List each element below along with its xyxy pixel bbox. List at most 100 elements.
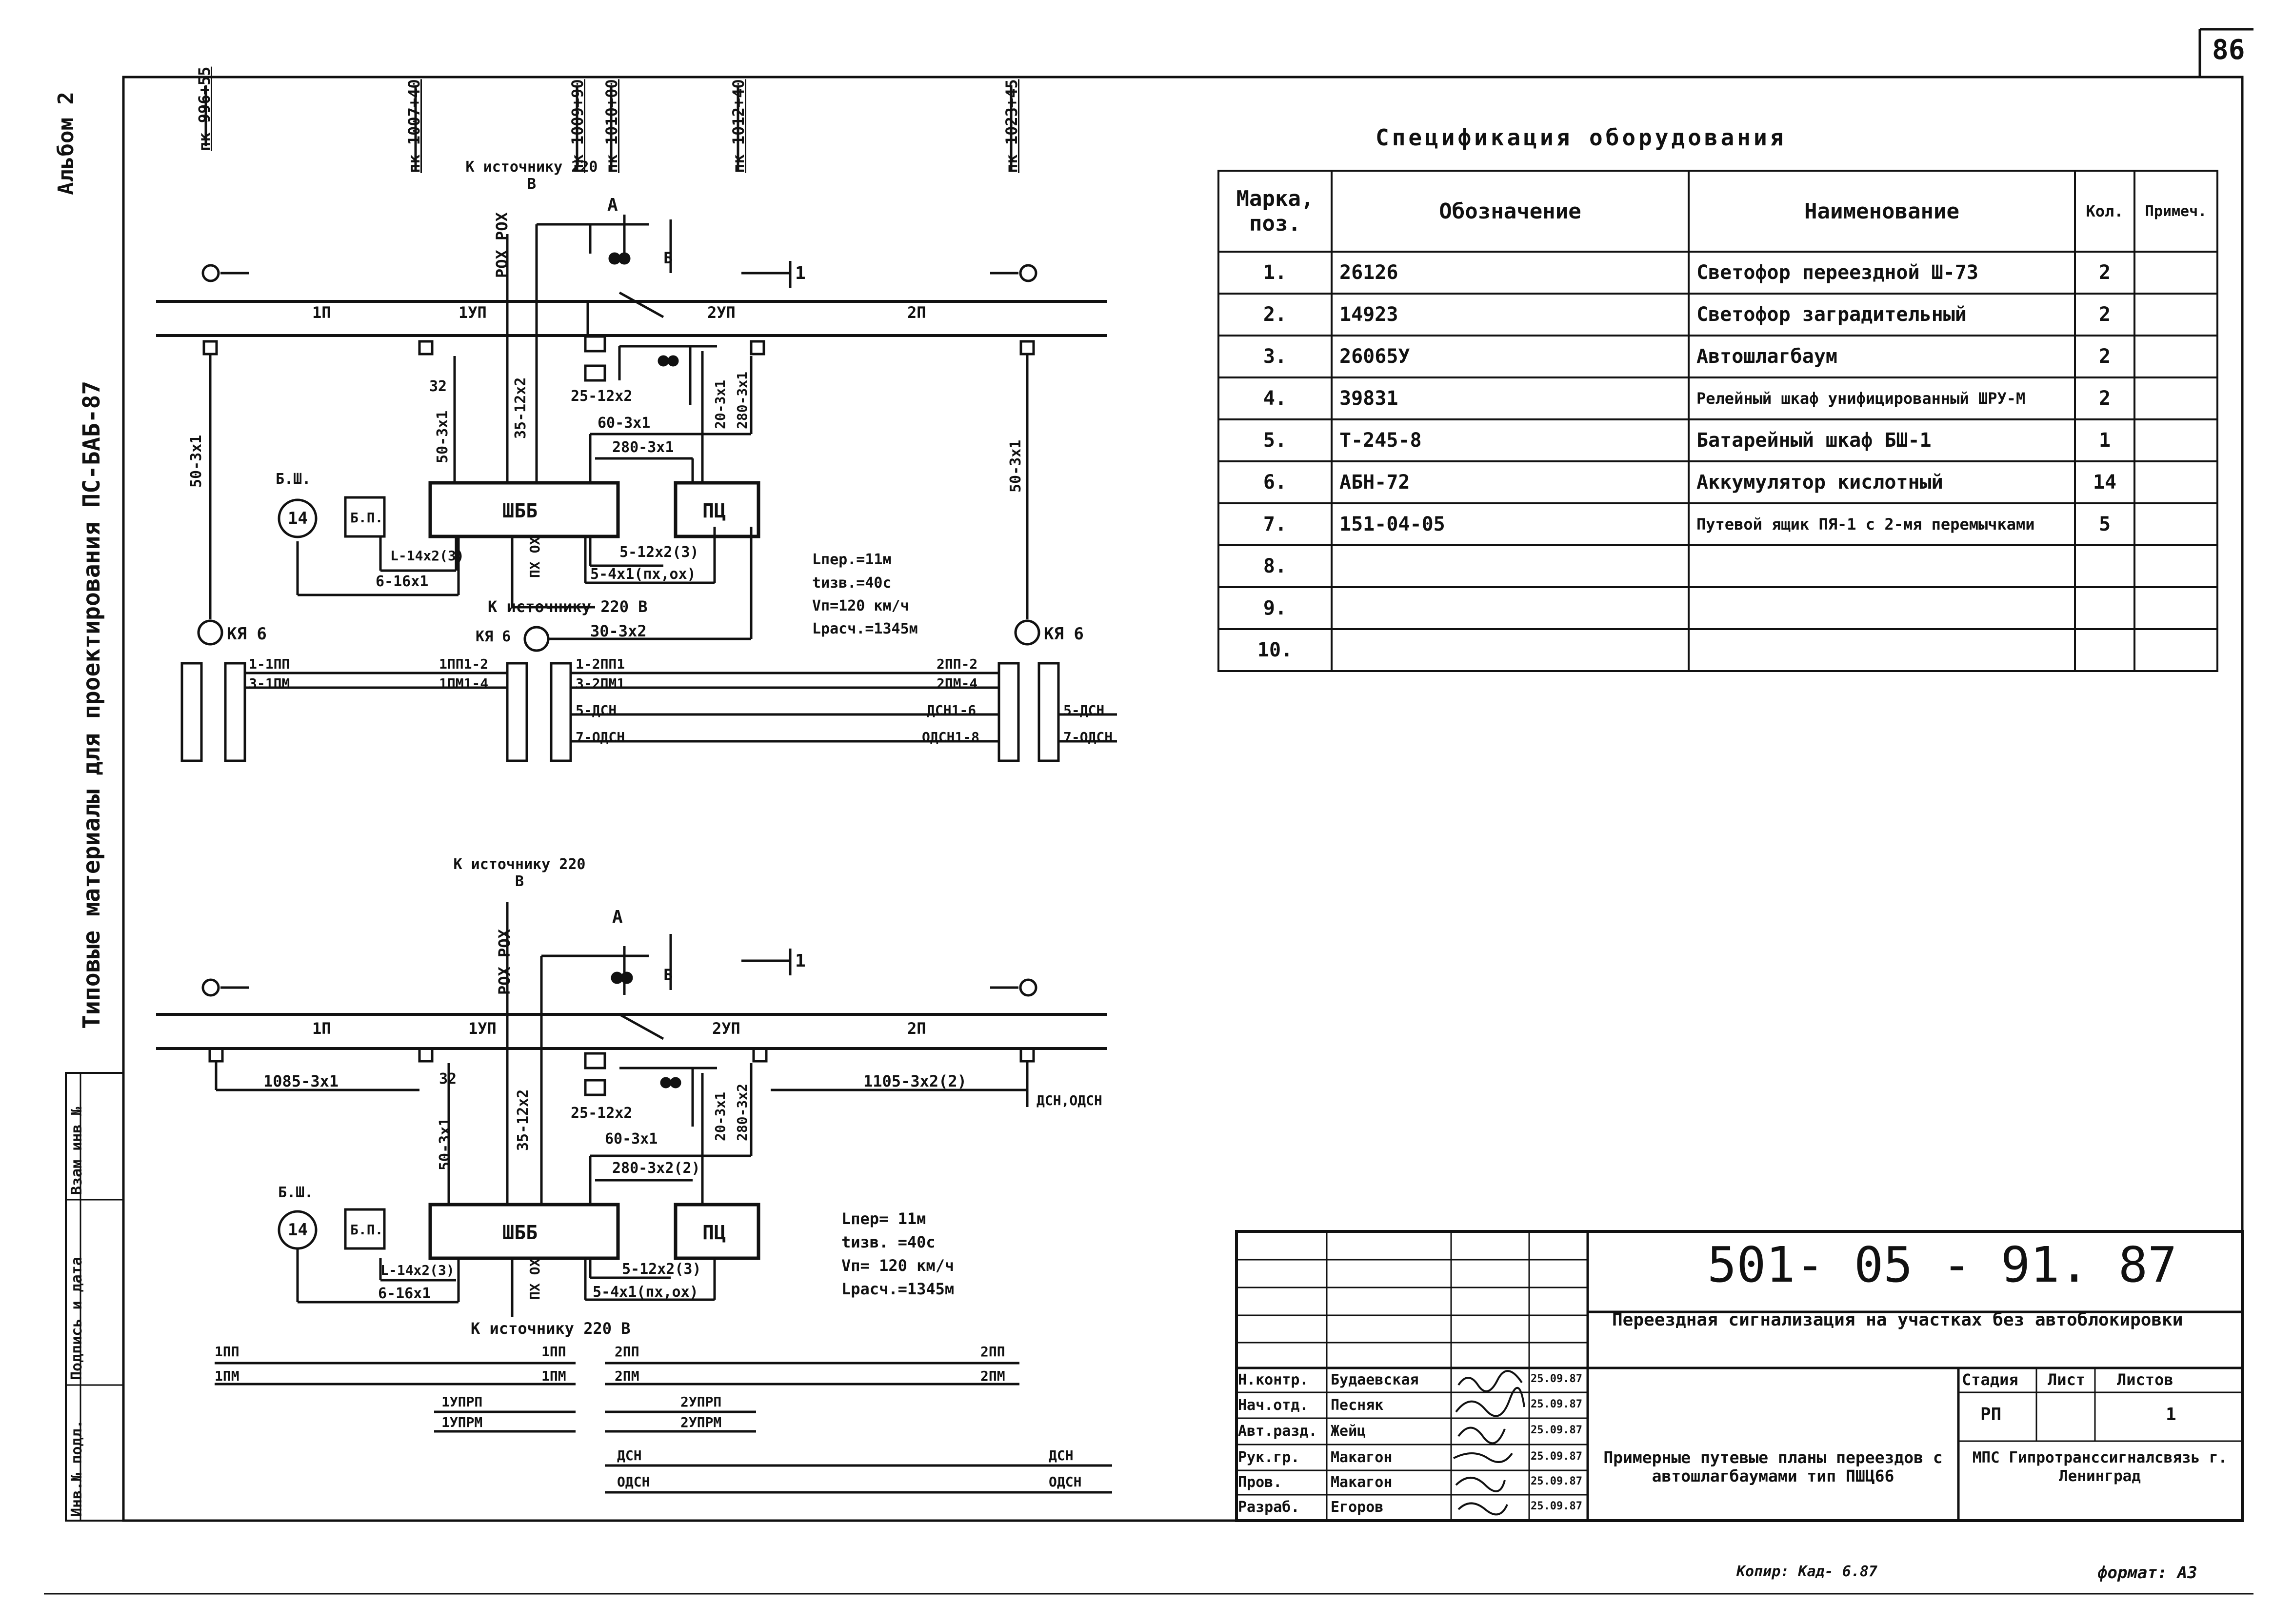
stamp-role: Авт.разд. [1238,1423,1317,1440]
param-notify-time: tизв.=40с [812,574,892,592]
table-row: 8. [1217,544,2218,588]
cable-label: 280-3х2(2) [612,1160,700,1177]
cable-label: 25-12х2 [571,388,633,405]
signal-mark: 1 [795,951,806,971]
stamp-header-stage: Стадия [1962,1370,2018,1389]
section-label: 1УП [459,303,487,322]
param-length: Lпер.=11м [812,551,892,568]
spec-note [2133,376,2218,420]
spec-code: 26126 [1331,251,1690,295]
cable-label: 5-4х1(пх,ох) [593,1284,698,1301]
stamp-date: 25.09.87 [1531,1373,1582,1385]
wire-label: 2УПРМ [680,1414,722,1430]
wire-label: 2ПП [980,1344,1005,1360]
signal-mark: 1 [795,263,806,283]
cable-label: 60-3х1 [605,1130,658,1148]
drawing-name: Примерные путевые планы переездов с авто… [1603,1448,1943,1485]
section-label: 1УП [468,1019,497,1038]
battery-count: 14 [288,1220,308,1240]
spec-name: Светофор заградительный [1688,293,2076,337]
spec-name [1688,586,2076,630]
spec-qty: 2 [2074,293,2135,337]
cable-label: 60-3х1 [598,415,651,432]
param-speed: Vп= 120 км/ч [841,1256,955,1275]
power-source-label: К источнику 220 В [465,158,598,193]
spec-col-code: Обозначение [1331,170,1690,253]
cable-label: 6-16х1 [378,1285,431,1302]
spec-pos: 4. [1217,376,1333,420]
spec-qty: 14 [2074,460,2135,504]
wire-label: ОДСН [1049,1474,1082,1490]
param-calc-length: Lрасч.=1345м [841,1280,955,1298]
battery-cabinet-label: Б.Ш. [276,471,311,488]
stamp-name: Макагон [1331,1474,1393,1491]
spec-name [1688,544,2076,588]
stamp-sheets: 1 [2166,1405,2176,1425]
table-row: 5. Т-245-8 Батарейный шкаф БШ-1 1 [1217,418,2218,462]
cable-label: L-14х2(3) [390,548,464,564]
stamp-name: Будаевская [1331,1371,1419,1388]
spec-pos: 1. [1217,251,1333,295]
spec-code: АБН-72 [1331,460,1690,504]
spec-qty [2074,628,2135,672]
spec-code [1331,544,1690,588]
relay-cabinet-label: ШББ [502,1222,538,1244]
spec-col-note: Примеч. [2133,170,2218,253]
spec-note [2133,335,2218,378]
track-box-label: КЯ 6 [227,624,267,644]
power-source-label: К источнику 220 В [453,856,586,890]
spec-note [2133,460,2218,504]
cable-label: 5-12х2(3) [622,1261,701,1278]
table-row: 7. 151-04-05 Путевой ящик ПЯ-1 с 2-мя пе… [1217,502,2218,546]
param-notify-time: tизв. =40с [841,1233,936,1251]
cable-label: ДСН,ОДСН [1037,1092,1102,1109]
sheet-number: 86 [2212,34,2245,66]
spec-code [1331,628,1690,672]
wire-label: ДСН [617,1447,642,1464]
relay-cabinet-label: ШББ [502,500,538,522]
spec-col-pos: Марка, поз. [1217,170,1333,253]
spec-code: Т-245-8 [1331,418,1690,462]
terminal-label: 7-ОДСН [1063,729,1113,745]
cable-label: 280-3х1 [612,439,674,456]
cable-label: 32 [439,1070,457,1088]
spec-pos: 10. [1217,628,1333,672]
spec-pos: 7. [1217,502,1333,546]
section-label: 2П [907,1019,926,1038]
spec-pos: 2. [1217,293,1333,337]
spec-table: Марка, поз. Обозначение Наименование Кол… [1217,170,2218,672]
table-row: 10. [1217,628,2218,672]
param-length: Lпер= 11м [841,1209,926,1228]
copied-by: Копир: Кад- 6.87 [1736,1563,1877,1580]
terminal-label: 2ПМ-4 [937,675,978,692]
stamp-role: Разраб. [1238,1499,1300,1516]
table-row: 1. 26126 Светофор переездной Ш-73 2 [1217,251,2218,295]
section-label: 2П [907,303,926,322]
terminal-label: ДСН1-6 [927,702,977,718]
cable-label: 5-12х2(3) [619,544,699,561]
wire-label: 1ПП [541,1344,566,1360]
terminal-label: 1ПМ1-4 [439,675,489,692]
wire-label: 1УПРМ [441,1414,483,1430]
sheet-frame [122,76,2244,1522]
spec-name: Аккумулятор кислотный [1688,460,2076,504]
format-label: формат: А3 [2097,1563,2197,1583]
spec-code: 26065У [1331,335,1690,378]
wire-label: 2УПРП [680,1394,722,1410]
table-row: 2. 14923 Светофор заградительный 2 [1217,293,2218,337]
terminal-label: 2ПП-2 [937,656,978,672]
power-box-label: Б.П. [350,1222,383,1238]
cable-label: 30-3х2 [590,622,647,640]
spec-qty [2074,586,2135,630]
stamp-name: Макагон [1331,1449,1393,1466]
spec-qty: 2 [2074,251,2135,295]
track-box-label: КЯ 6 [1044,624,1084,644]
spec-qty: 2 [2074,376,2135,420]
stamp-name: Егоров [1331,1499,1384,1516]
param-calc-length: Lрасч.=1345м [812,620,918,637]
stamp-header-sheets: Листов [2117,1370,2173,1389]
organization: МПС Гипротранссигналсвязь г. Ленинград [1972,1449,2228,1485]
stamp-role: Н.контр. [1238,1371,1309,1388]
